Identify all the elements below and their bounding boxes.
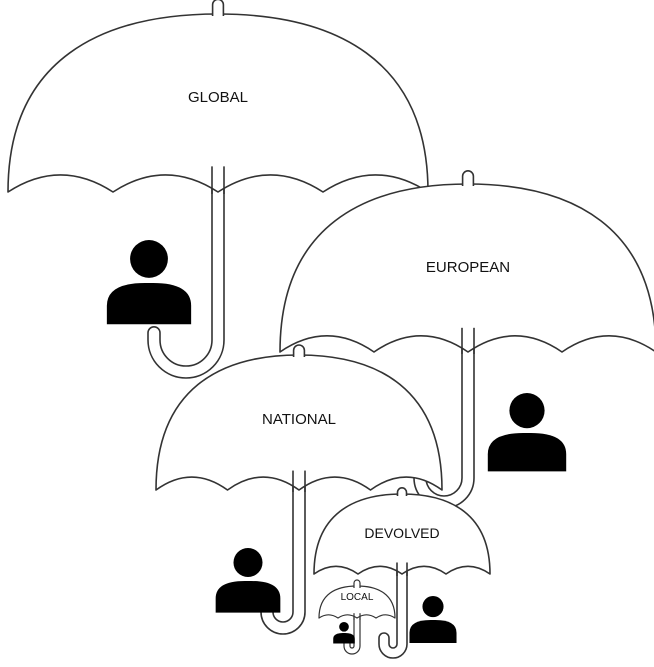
umbrella-local-label: LOCAL [341,592,374,603]
person-body [106,283,192,325]
person-icon-devolved [409,596,457,644]
umbrella-global-canopy [7,13,429,193]
person-icon-local [333,622,355,644]
person-body [215,581,281,613]
person-body [487,433,567,472]
umbrella-european-canopy [279,183,654,353]
umbrella-national-tip [292,344,306,357]
umbrella-devolved: DEVOLVED [313,487,491,659]
umbrella-national: NATIONAL [155,344,443,635]
person-head [509,393,545,429]
umbrella-national-canopy [155,354,443,491]
umbrella-national-label: NATIONAL [262,411,336,428]
person-icon-european [487,393,567,472]
umbrella-devolved-handle [378,565,408,659]
umbrella-global-handle [147,174,225,379]
umbrella-european-tip [461,170,475,186]
person-head [339,622,349,632]
person-icon-national [215,548,281,613]
umbrella-global: GLOBAL [7,0,429,379]
person-head [130,240,168,278]
umbrella-devolved-tip [396,487,408,496]
umbrella-global-label: GLOBAL [188,89,248,106]
umbrella-devolved-canopy [313,493,491,575]
umbrella-european-label: EUROPEAN [426,259,510,276]
person-head [233,548,263,578]
person-head [422,596,444,618]
person-body [409,620,457,644]
person-body [333,633,355,644]
umbrella-devolved-label: DEVOLVED [364,525,439,541]
umbrella-local-tip [353,579,361,588]
person-icon-global [106,240,192,325]
umbrella-global-tip [211,0,225,16]
